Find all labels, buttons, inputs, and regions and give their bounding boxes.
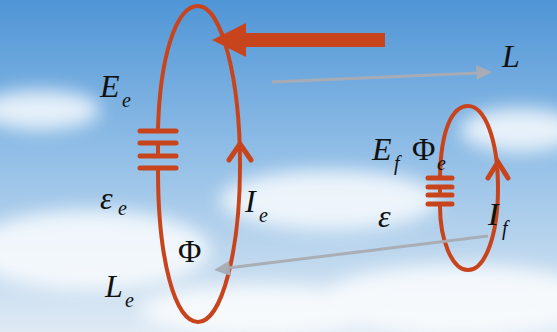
left-loop bbox=[158, 6, 240, 322]
flux-arrow bbox=[214, 236, 488, 276]
inductance-symbol: L bbox=[105, 270, 123, 302]
current-arrow bbox=[229, 144, 251, 160]
subscript: e bbox=[437, 153, 446, 173]
flux-symbol: Φ bbox=[412, 133, 435, 165]
current-symbol: I bbox=[245, 185, 256, 217]
subscript: f bbox=[502, 218, 508, 238]
field-symbol: E bbox=[100, 70, 120, 102]
current-symbol: I bbox=[488, 198, 499, 230]
emf-symbol: ε bbox=[100, 182, 113, 214]
clouds bbox=[0, 90, 557, 332]
motion-arrow bbox=[212, 23, 385, 57]
subscript: e bbox=[118, 198, 127, 218]
subscript: e bbox=[125, 290, 134, 310]
capacitor-symbol bbox=[140, 131, 176, 168]
subscript: e bbox=[122, 90, 131, 110]
flux-symbol: Φ bbox=[178, 235, 201, 267]
flux-arrow bbox=[272, 65, 492, 82]
emf-symbol: ε bbox=[378, 200, 391, 232]
subscript: e bbox=[259, 205, 268, 225]
field-symbol: E bbox=[372, 133, 392, 165]
inductance-symbol: L bbox=[502, 40, 520, 72]
current-arrow bbox=[488, 162, 508, 178]
subscript: f bbox=[394, 153, 400, 173]
capacitor-symbol bbox=[428, 178, 452, 204]
